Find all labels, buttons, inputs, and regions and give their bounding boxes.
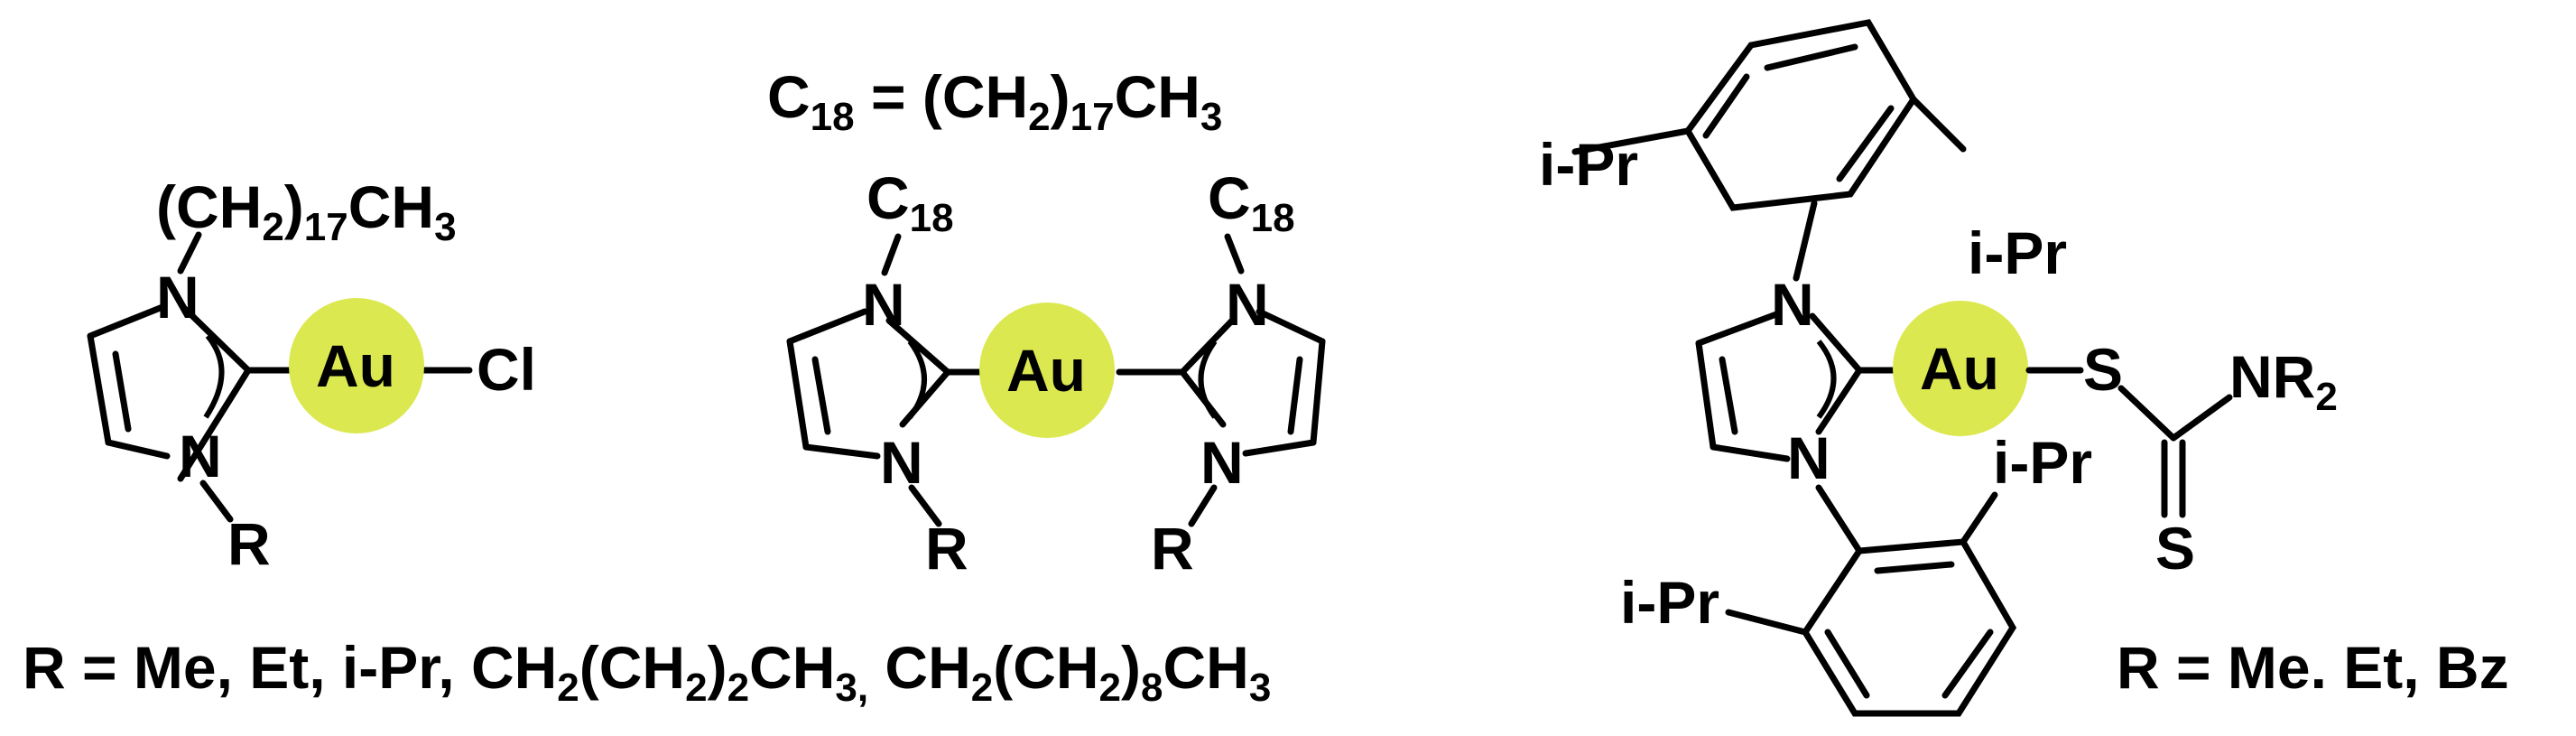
right-complex: i-Pr i-Pr N N i-Pr i-Pr Au S S NR2 — [1539, 19, 2338, 717]
right-r-caption: R = Me. Et, Bz — [2117, 634, 2509, 701]
gold-atom-highlight-middle — [979, 303, 1115, 438]
gold-atom-highlight — [289, 298, 424, 433]
nitrogen-label-1: N — [862, 271, 905, 338]
ipr-label-1: i-Pr — [1539, 131, 1638, 198]
c18-right-label: C18 — [1208, 164, 1295, 240]
gold-label-right: Au — [1920, 335, 1999, 402]
gold-label: Au — [316, 332, 395, 399]
left-r-caption: R = Me, Et, i-Pr, CH2(CH2)2CH3, CH2(CH2)… — [23, 634, 1271, 710]
ipr-label-3: i-Pr — [1620, 569, 1719, 636]
ipr-label-4: i-Pr — [1993, 429, 2092, 496]
c18-definition: C18 = (CH2)17CH3 — [767, 63, 1222, 139]
c18-left-label: C18 — [866, 164, 954, 240]
gold-label-middle: Au — [1006, 337, 1086, 404]
r-right-label: R — [1151, 515, 1194, 582]
left-complex: (CH2)17CH3 N N Au Cl R — [87, 173, 536, 577]
r-left-label: R — [925, 515, 968, 582]
ipr-label-2: i-Pr — [1968, 219, 2067, 286]
chloride-label: Cl — [477, 336, 536, 403]
r-group-label: R — [227, 510, 271, 577]
gold-atom-highlight-right — [1893, 301, 2028, 436]
nitrogen-bottom-label: N — [179, 423, 222, 489]
nitrogen-bottom-right: N — [1787, 424, 1830, 491]
nitrogen-label-3: N — [1226, 271, 1269, 338]
sulfur-label-2: S — [2155, 515, 2195, 582]
alkyl-chain-label: (CH2)17CH3 — [156, 173, 457, 249]
nitrogen-label-4: N — [1200, 429, 1244, 496]
nitrogen-top-label: N — [156, 264, 199, 331]
middle-complex: C18 = (CH2)17CH3 C18 N N R Au C18 N N R — [767, 63, 1326, 582]
sulfur-label-1: S — [2083, 336, 2123, 403]
amine-label: NR2 — [2229, 343, 2338, 419]
nitrogen-label-2: N — [880, 429, 923, 496]
nitrogen-top-right: N — [1771, 271, 1814, 338]
